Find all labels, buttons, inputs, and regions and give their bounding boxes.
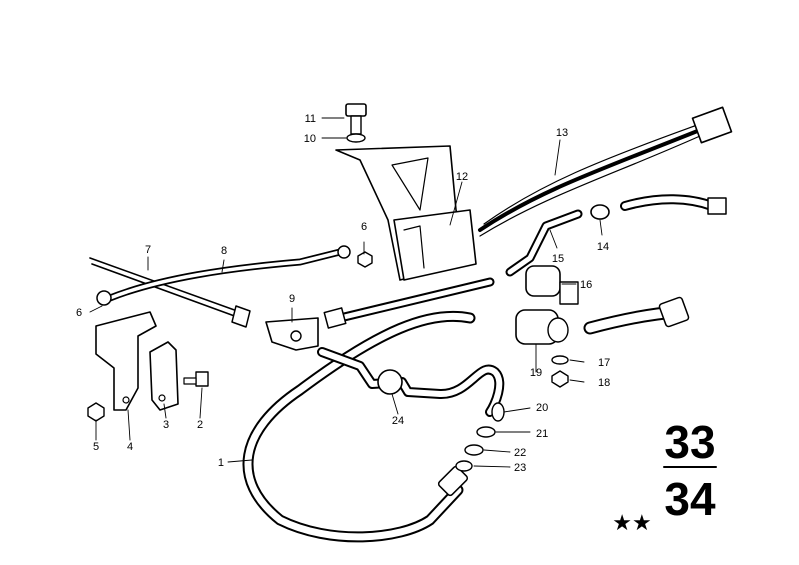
page-code-top: 33	[664, 416, 715, 468]
part-label-2: 2	[197, 419, 203, 431]
part-label-12: 12	[456, 171, 468, 183]
part-label-17: 17	[598, 357, 610, 369]
part-labels: 11 10 12 13 14 15 16 17 18 19 20 21 22 2…	[76, 113, 610, 474]
right-hose	[583, 296, 690, 335]
part-label-22: 22	[514, 447, 526, 459]
part-label-20: 20	[536, 402, 548, 414]
mount-19	[515, 309, 569, 345]
part-label-21: 21	[536, 428, 548, 440]
bracket-3	[149, 341, 179, 411]
part-label-18: 18	[598, 377, 610, 389]
reservoir-bracket	[335, 145, 477, 281]
part-label-6-upper: 6	[361, 221, 367, 233]
part-label-3: 3	[163, 419, 169, 431]
part-label-10: 10	[304, 133, 316, 145]
page-code-bottom: 34	[664, 473, 716, 525]
pipe-15	[505, 209, 583, 277]
part-label-9: 9	[289, 293, 295, 305]
wiring-harness	[478, 106, 733, 237]
part-label-1: 1	[218, 457, 224, 469]
pipe-upper	[323, 277, 495, 329]
part-label-16: 16	[580, 279, 592, 291]
part-label-15: 15	[552, 253, 564, 265]
part-label-7: 7	[145, 244, 151, 256]
nut	[551, 355, 569, 388]
bolt	[345, 103, 367, 143]
part-label-14: 14	[597, 241, 609, 253]
rod	[89, 257, 251, 328]
bracket-4	[95, 311, 157, 411]
brake-hose-loop	[242, 310, 476, 543]
part-label-5: 5	[93, 441, 99, 453]
double-star-mark: ★★	[612, 511, 651, 536]
nut-5	[87, 402, 105, 422]
part-label-8: 8	[221, 245, 227, 257]
bolt-2	[183, 371, 209, 387]
hose-fitting	[317, 347, 505, 417]
part-label-13: 13	[556, 127, 568, 139]
tee-fitting	[265, 317, 319, 351]
fitting-6	[357, 251, 373, 268]
part-label-4: 4	[127, 441, 133, 453]
part-label-24: 24	[392, 415, 404, 427]
leader-lines	[89, 117, 603, 468]
right-pipe	[590, 194, 727, 220]
part-label-11: 11	[305, 113, 316, 125]
washers	[455, 402, 505, 472]
mount-16	[525, 265, 579, 305]
part-label-6-lower: 6	[76, 307, 82, 319]
line-8	[96, 245, 351, 306]
part-label-23: 23	[514, 462, 526, 474]
part-label-19: 19	[530, 367, 542, 379]
